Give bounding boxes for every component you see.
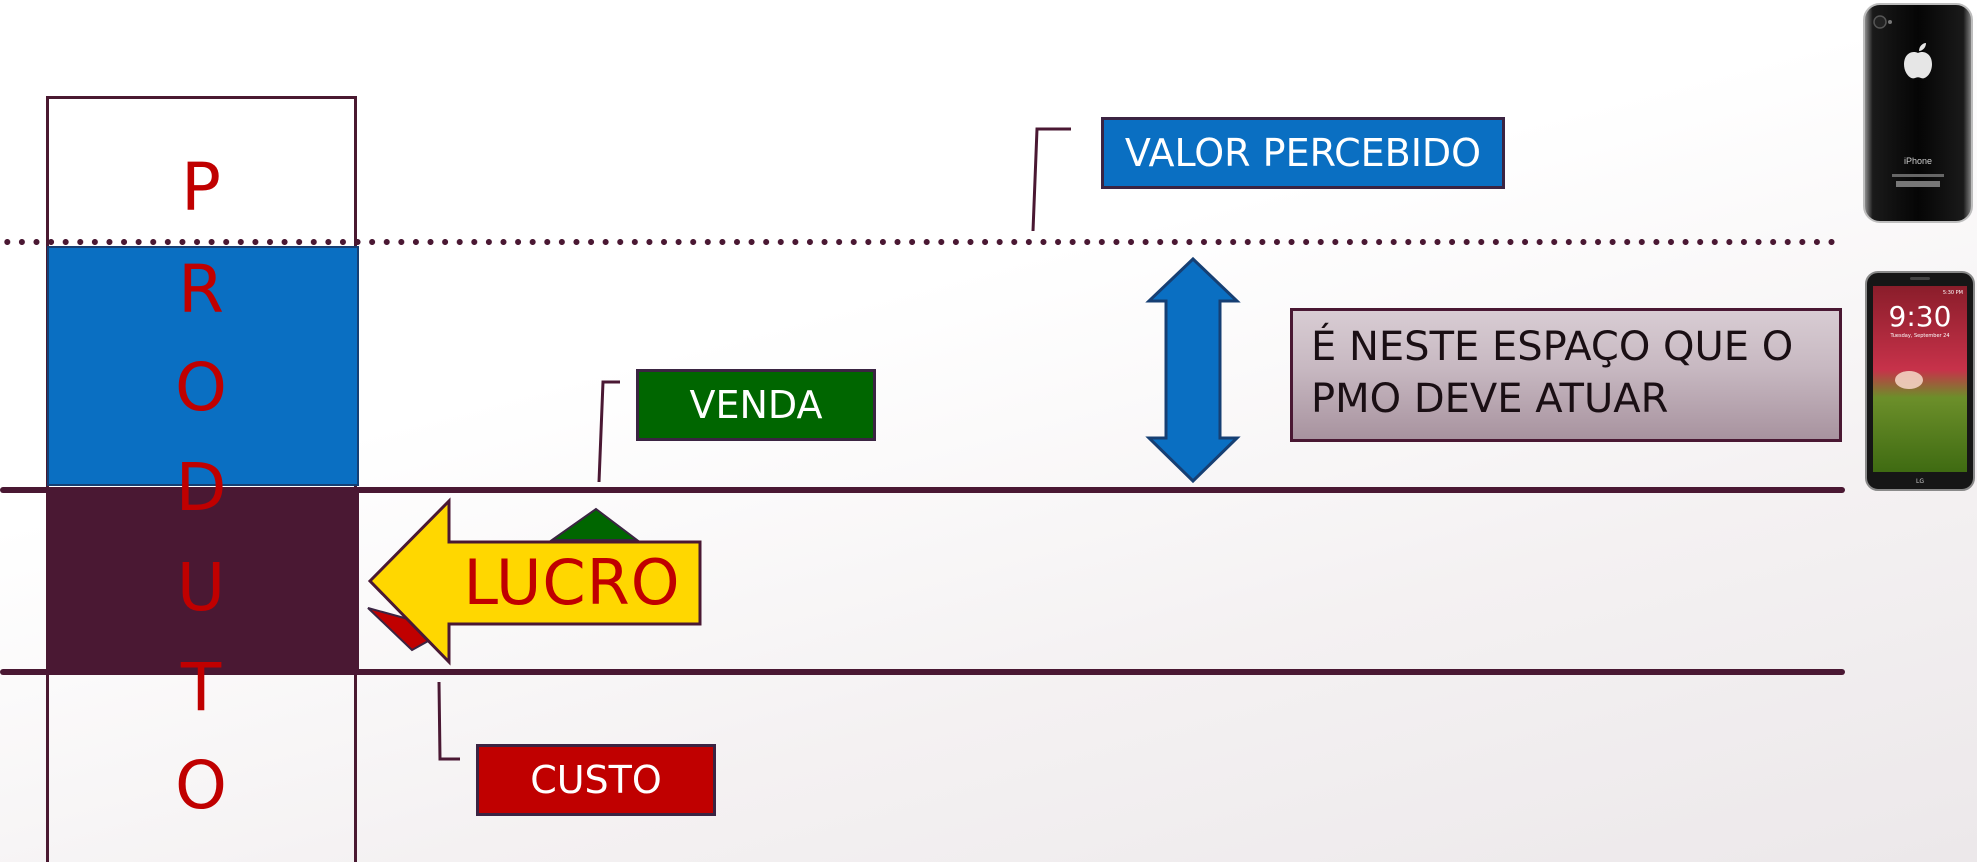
product-letter: O (175, 747, 227, 824)
lg-time-text: 9:30 (1889, 300, 1952, 333)
venda-connector (597, 380, 620, 483)
iphone-image: iPhone (1863, 3, 1973, 223)
pmo-callout-line1: É NESTE ESPAÇO QUE O (1311, 324, 1794, 370)
lucro-arrow-icon (367, 497, 702, 666)
double-arrow-icon (1145, 256, 1241, 484)
venda-label: VENDA (636, 369, 876, 441)
lg-brand-text: LG (1916, 478, 1924, 485)
valor-percebido-label: VALOR PERCEBIDO (1101, 117, 1505, 189)
cost-line (0, 669, 1845, 675)
product-letter: O (175, 349, 227, 426)
product-letter: P (181, 149, 221, 226)
green-triangle-icon (548, 507, 640, 541)
perceived-value-segment (47, 246, 359, 486)
lg-status-text: 5:30 PM (1943, 290, 1963, 296)
valor-connector (1031, 127, 1071, 232)
custo-label: CUSTO (476, 744, 716, 816)
product-letter: U (176, 549, 226, 626)
lucro-label: LUCRO (463, 545, 681, 619)
perceived-value-line (0, 238, 1840, 246)
product-letter: T (180, 649, 222, 726)
lg-phone-image: 5:30 PM 9:30 Tuesday, September 24 LG (1865, 271, 1975, 491)
pmo-callout: É NESTE ESPAÇO QUE O PMO DEVE ATUAR (1290, 308, 1842, 442)
custo-connector (437, 681, 460, 761)
sale-line (0, 487, 1845, 493)
pmo-callout-line2: PMO DEVE ATUAR (1311, 376, 1669, 422)
lg-date-text: Tuesday, September 24 (1889, 333, 1949, 339)
product-letter: D (175, 449, 227, 526)
iphone-brand-text: iPhone (1904, 156, 1932, 166)
profit-segment (47, 488, 359, 672)
product-letter: R (178, 251, 224, 328)
apple-logo-icon (1904, 43, 1932, 79)
